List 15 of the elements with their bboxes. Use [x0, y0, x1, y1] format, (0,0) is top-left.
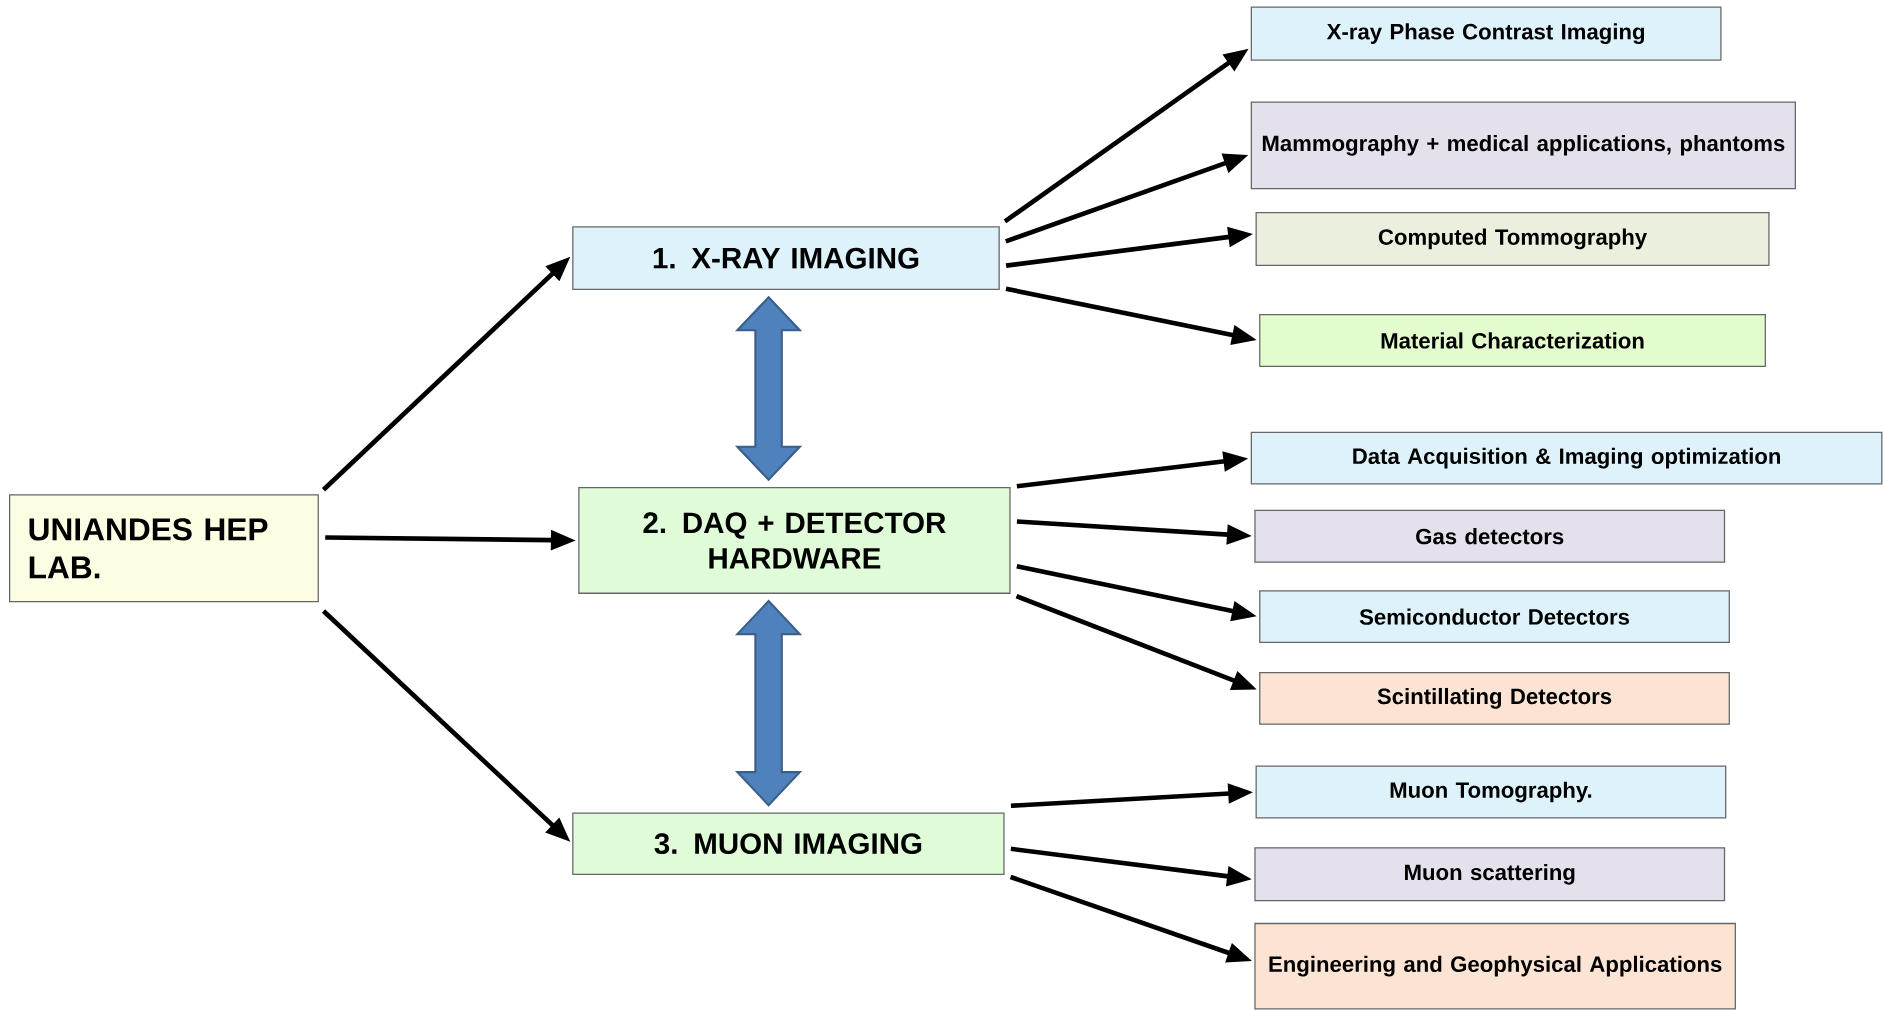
- topic-box: Data Acquisition & Imaging optimization: [1250, 431, 1883, 485]
- lab-box: UNIANDES HEP LAB.: [8, 494, 319, 603]
- topic-box: Computed Tommography: [1255, 211, 1770, 267]
- topic-box: Material Characterization: [1259, 314, 1766, 367]
- topic-box: X-ray Phase Contrast Imaging: [1250, 6, 1722, 61]
- category-box: 2. DAQ + DETECTOR HARDWARE: [578, 486, 1011, 594]
- topic-box: Mammography + medical applications, phantoms: [1250, 101, 1796, 190]
- topic-box: Gas detectors: [1254, 509, 1726, 563]
- category-box: 1. X-RAY IMAGING: [572, 226, 1000, 291]
- topic-box: Muon scattering: [1254, 847, 1726, 902]
- category-box: 3. MUON IMAGING: [572, 812, 1005, 875]
- topic-box: Scintillating Detectors: [1259, 671, 1730, 725]
- topic-box: Engineering and Geophysical Applications: [1254, 922, 1736, 1010]
- topic-box: Muon Tomography.: [1255, 765, 1727, 819]
- topic-box: Semiconductor Detectors: [1259, 590, 1730, 644]
